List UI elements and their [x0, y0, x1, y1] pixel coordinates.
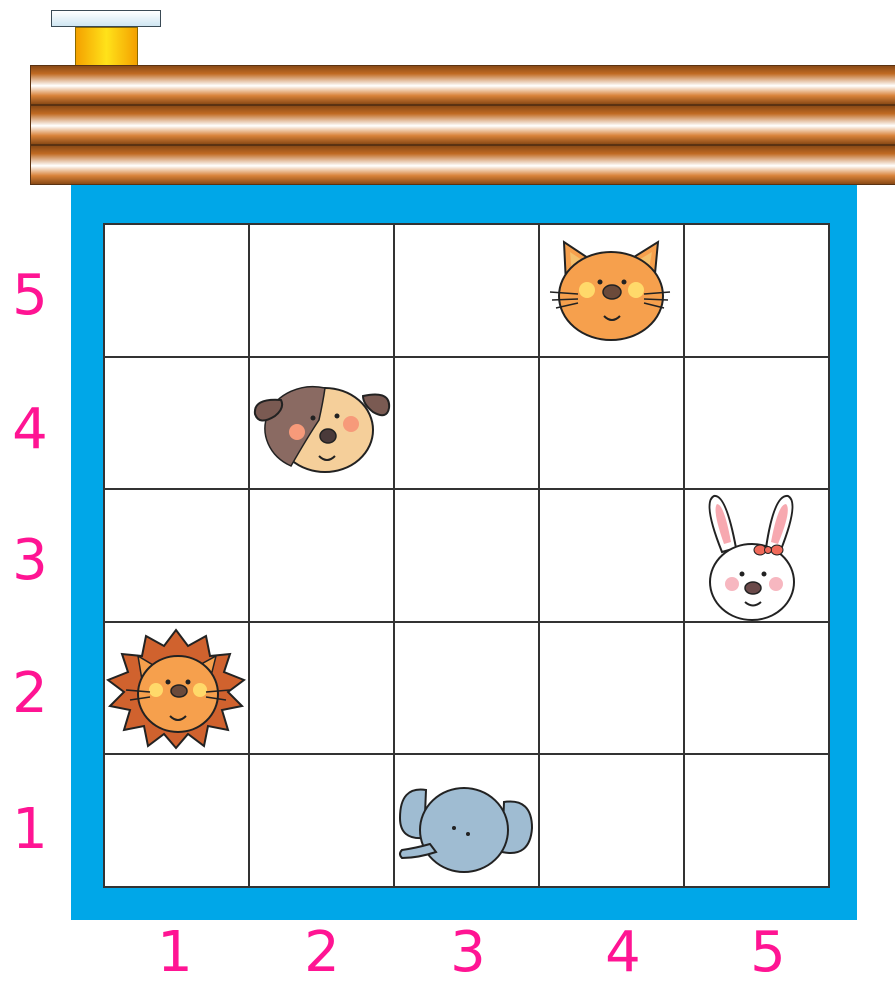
- grid-cell: [394, 357, 539, 490]
- chimney-cap: [51, 10, 161, 27]
- col-label: 3: [438, 925, 498, 981]
- grid-cell: [249, 754, 394, 887]
- grid-cell: [394, 622, 539, 755]
- grid-cell: [539, 357, 684, 490]
- row-label: 2: [8, 666, 52, 722]
- rabbit-icon: [700, 492, 802, 624]
- grid-cell: [684, 224, 829, 357]
- grid-cell: [539, 754, 684, 887]
- row-label: 5: [8, 268, 52, 324]
- grid-cell: [104, 489, 249, 622]
- grid-cell: [104, 754, 249, 887]
- roof-plank-1: [30, 65, 895, 105]
- roof-plank-2: [30, 105, 895, 145]
- grid-cell: [249, 622, 394, 755]
- grid-cell: [684, 357, 829, 490]
- roof-plank-3: [30, 145, 895, 185]
- col-label: 1: [145, 925, 205, 981]
- col-label: 5: [738, 925, 798, 981]
- grid-cell: [394, 224, 539, 357]
- grid-cell: [539, 622, 684, 755]
- dog-icon: [251, 378, 393, 474]
- grid-cell: [394, 489, 539, 622]
- col-label: 4: [593, 925, 653, 981]
- elephant-icon: [396, 778, 536, 878]
- grid-cell: [104, 224, 249, 357]
- chimney: [75, 27, 138, 67]
- grid-cell: [684, 754, 829, 887]
- row-label: 1: [8, 802, 52, 858]
- col-label: 2: [292, 925, 352, 981]
- grid-cell: [249, 224, 394, 357]
- grid-cell: [104, 357, 249, 490]
- grid-cell: [249, 489, 394, 622]
- row-label: 4: [8, 402, 52, 458]
- row-label: 3: [8, 533, 52, 589]
- grid-cell: [684, 622, 829, 755]
- cat-icon: [548, 236, 672, 344]
- grid-cell: [539, 489, 684, 622]
- lion-icon: [106, 628, 246, 750]
